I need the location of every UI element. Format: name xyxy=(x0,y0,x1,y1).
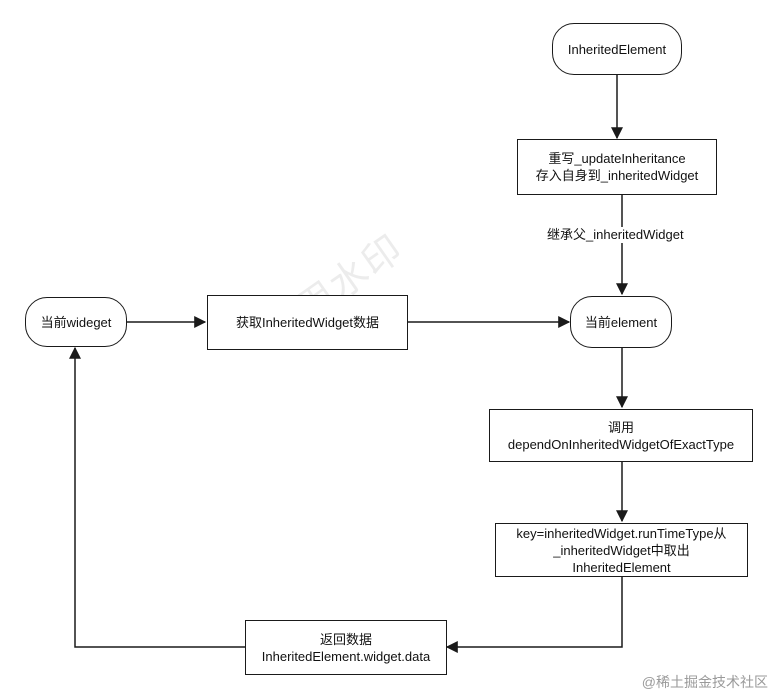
node-label-line-2: 存入自身到_inheritedWidget xyxy=(535,168,699,183)
node-key-lookup: key=inheritedWidget.runTimeType从 _inheri… xyxy=(495,523,748,577)
node-label: 当前wideget xyxy=(40,314,112,330)
node-label-line-1: 返回数据 xyxy=(319,631,372,647)
node-label: InheritedElement xyxy=(567,41,667,57)
node-label-line-3: InheritedElement xyxy=(572,559,671,575)
node-label-line-2: dependOnInheritedWidgetOfExactType xyxy=(507,436,735,452)
node-label: 获取InheritedWidget数据 xyxy=(235,315,380,330)
node-call-depend-on: 调用 dependOnInheritedWidgetOfExactType xyxy=(489,409,753,462)
node-label-line-1: 重写_updateInheritance xyxy=(548,151,686,166)
node-current-element: 当前element xyxy=(570,296,672,348)
node-return-data: 返回数据 InheritedElement.widget.data xyxy=(245,620,447,675)
node-current-widget: 当前wideget xyxy=(25,297,127,347)
edge-key-to-return xyxy=(445,577,623,653)
node-label-line-2: InheritedElement.widget.data xyxy=(261,648,431,664)
source-credit: @稀土掘金技术社区 xyxy=(641,674,768,690)
node-label-line-1: key=inheritedWidget.runTimeType从 xyxy=(516,525,727,541)
node-label-line-2: _inheritedWidget中取出 xyxy=(553,542,690,558)
node-inherited-element: InheritedElement xyxy=(552,23,682,75)
edge-return-to-widget xyxy=(69,346,245,648)
node-get-inherited-widget-data: 获取InheritedWidget数据 xyxy=(207,295,408,350)
node-label-line-1: 调用 xyxy=(607,419,634,435)
edge-label-inherit-parent: 继承父_inheritedWidget xyxy=(545,227,686,243)
node-override-update-inheritance: 重写_updateInheritance 存入自身到_inheritedWidg… xyxy=(517,139,717,195)
node-label: 当前element xyxy=(584,314,658,330)
